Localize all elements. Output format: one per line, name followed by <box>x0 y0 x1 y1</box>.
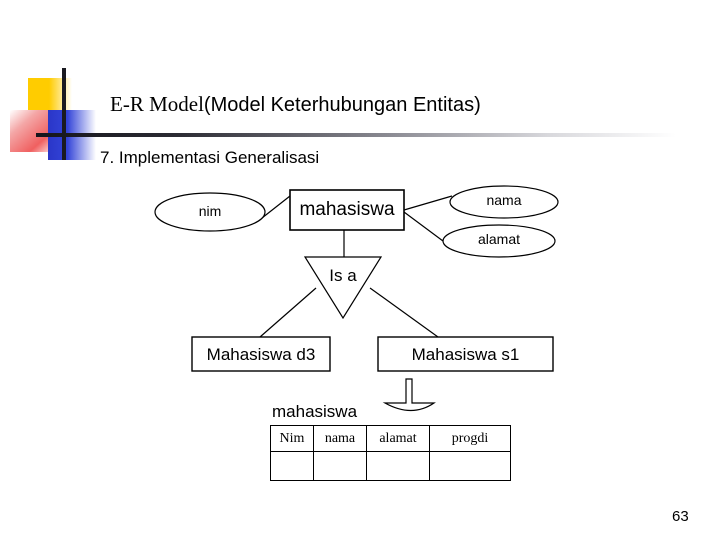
relation-table: Nim nama alamat progdi <box>270 425 511 481</box>
entity-label-mahasiswa: mahasiswa <box>299 199 395 220</box>
page-title: E-R Model(Model Keterhubungan Entitas) <box>110 92 481 117</box>
table-header-cell: progdi <box>429 425 511 452</box>
box-mahasiswa-d3 <box>191 336 331 372</box>
decor-vertical-rule <box>62 68 66 160</box>
triangle-isa <box>303 256 383 320</box>
ellipse-nim <box>154 192 266 232</box>
ellipse-alamat <box>442 224 556 258</box>
down-arrow-icon <box>382 378 436 412</box>
table-header-cell: Nim <box>270 425 314 452</box>
ellipse-nama <box>449 185 559 219</box>
table-cell <box>313 451 367 481</box>
attribute-label-alamat: alamat <box>477 231 521 247</box>
connector-subclass-d3 <box>259 287 317 338</box>
page-title-serif: E-R Model <box>110 92 204 116</box>
table-cell <box>366 451 430 481</box>
relationship-label-isa: Is a <box>329 266 357 285</box>
decor-horizontal-rule <box>36 133 676 137</box>
page-title-sans: (Model Keterhubungan Entitas) <box>203 94 481 116</box>
relation-table-caption: mahasiswa <box>272 402 358 421</box>
attribute-label-nama: nama <box>486 192 522 208</box>
box-mahasiswa-s1 <box>377 336 554 372</box>
connector-subclass-s1 <box>369 287 439 338</box>
page-number: 63 <box>672 508 689 525</box>
table-header-cell: alamat <box>366 425 430 452</box>
box-mahasiswa <box>289 189 405 231</box>
subclass-label-s1: Mahasiswa s1 <box>411 345 520 364</box>
table-header-row: Nim nama alamat progdi <box>270 425 511 452</box>
table-cell <box>429 451 511 481</box>
page-subtitle: 7. Implementasi Generalisasi <box>100 148 320 167</box>
connector-nama <box>403 195 453 211</box>
table-row <box>270 451 511 481</box>
connector-nim <box>261 195 291 219</box>
table-header-cell: nama <box>313 425 367 452</box>
subclass-label-d3: Mahasiswa d3 <box>206 345 316 364</box>
connector-alamat <box>403 211 448 245</box>
attribute-label-nim: nim <box>198 203 222 219</box>
table-cell <box>270 451 314 481</box>
